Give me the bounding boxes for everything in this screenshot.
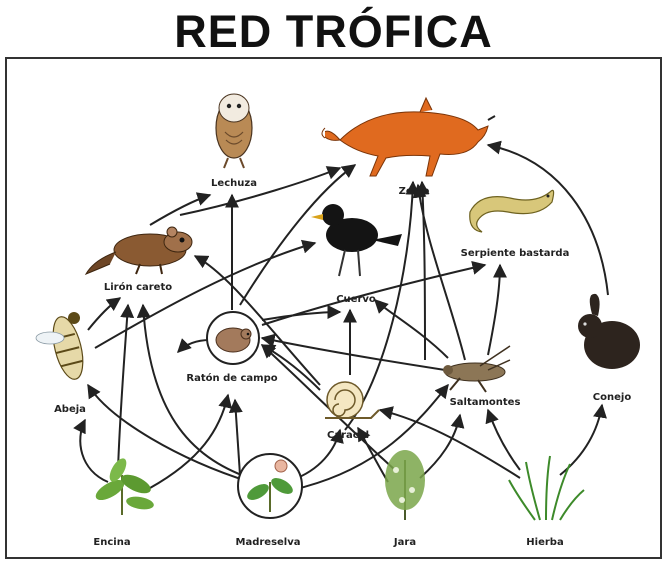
conejo-label: Conejo (593, 392, 632, 403)
serpiente-label: Serpiente bastarda (461, 248, 570, 259)
lechuza-label: Lechuza (211, 178, 257, 189)
liron-label: Lirón careto (104, 281, 172, 293)
arrow-madreselva-raton (235, 400, 240, 475)
arrow-serpiente-zorro (422, 182, 425, 360)
arrow-jara-saltamontes (420, 415, 460, 478)
encina-label: Encina (93, 537, 130, 548)
jara-icon (385, 450, 425, 520)
arrow-raton-left (178, 340, 210, 352)
abeja-label: Abeja (54, 404, 86, 415)
caracol-label: Caracol (327, 430, 369, 441)
arrow-hierba-conejo (560, 405, 602, 475)
arrow-saltamontes-serpiente (488, 265, 500, 355)
arrow-encina-abeja (80, 420, 108, 482)
jara-label: Jara (393, 537, 416, 548)
raton-icon (207, 312, 259, 364)
abeja-icon (36, 312, 88, 382)
arrow-saltamontes-cuervo (375, 300, 448, 358)
saltamontes-label: Saltamontes (450, 397, 521, 408)
saltamontes-icon (443, 346, 510, 392)
zorro-label: Zorro (399, 186, 430, 197)
liron-icon (86, 227, 192, 274)
madreselva-icon (238, 454, 302, 518)
conejo-icon (578, 294, 640, 369)
arrow-encina-raton (150, 395, 228, 488)
arrow-saltamontes-raton (262, 338, 445, 370)
lechuza-icon (216, 94, 252, 168)
arrow-liron-zorro (180, 168, 340, 215)
hierba-icon (509, 456, 584, 520)
serpiente-icon (470, 190, 554, 232)
cuervo-label: Cuervo (336, 294, 376, 305)
zorro-icon (322, 98, 495, 176)
hierba-label: Hierba (526, 537, 563, 548)
encina-icon (93, 456, 155, 515)
madreselva-label: Madreselva (236, 537, 301, 548)
raton-label: Ratón de campo (186, 372, 277, 384)
cuervo-icon (311, 204, 402, 276)
arrow-conejo-zorro (488, 145, 608, 295)
arrow-abeja-liron (88, 298, 120, 330)
